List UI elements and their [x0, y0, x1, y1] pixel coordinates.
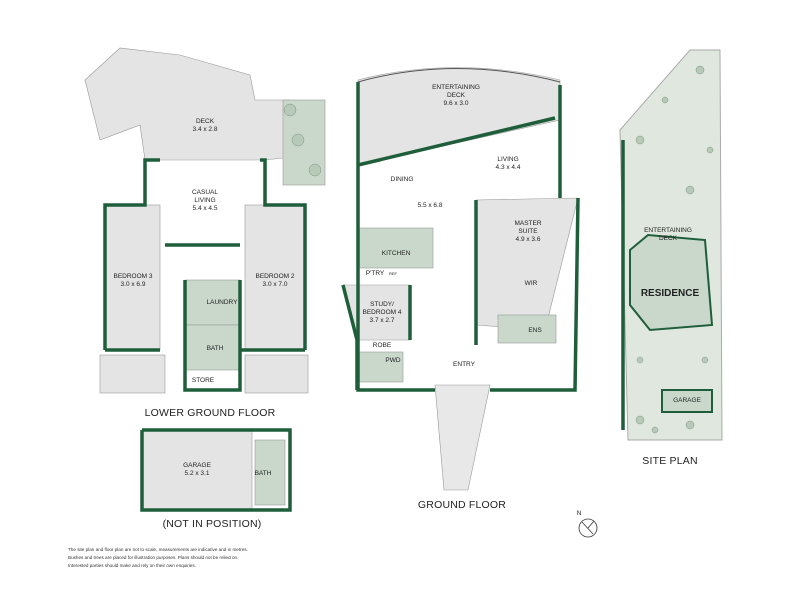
bedroom-2-floor [244, 204, 306, 351]
room-pantry: P'TRY [365, 270, 385, 277]
disclaimer-line: The site plan and floor plan are not to … [68, 547, 248, 552]
garage-bath-floor [254, 439, 286, 506]
disclaimer: The site plan and floor plan are not to … [68, 546, 308, 570]
tree-icon [706, 146, 714, 154]
lower-terrace-left [99, 354, 166, 394]
room-size: 3.4 x 2.8 [192, 126, 218, 133]
laundry-floor [184, 279, 241, 326]
room-size: 3.0 x 6.9 [120, 281, 146, 288]
trees [283, 65, 714, 434]
room-dining-size: 5.5 x 6.8 [417, 202, 443, 209]
tree-icon [695, 65, 705, 75]
deck-curve [357, 68, 561, 83]
room-wir: WIR [524, 280, 538, 287]
tree-icon [283, 103, 297, 117]
room-name: LIVING [194, 197, 216, 204]
room-ensuite: ENS [528, 327, 542, 334]
tree-icon [685, 185, 695, 195]
room-size: 4.3 x 4.4 [495, 164, 521, 171]
tree-icon [635, 135, 645, 145]
room-bath: BATH [206, 345, 224, 352]
tree-icon [661, 96, 669, 104]
room-size: 5.4 x 4.5 [192, 205, 218, 212]
master-suite-floor [475, 197, 579, 331]
entertaining-deck-floor [357, 67, 561, 166]
room-name: BEDROOM 4 [362, 309, 402, 316]
tree-icon [701, 356, 709, 364]
disclaimer-line: Interested parties should make and rely … [68, 563, 196, 568]
tree-icon [651, 426, 659, 434]
site-garage-label: GARAGE [673, 397, 701, 404]
fridge-label: REF [389, 271, 397, 276]
disclaimer-line: Bushes and trees are placed for illustra… [68, 555, 239, 560]
room-name: CASUAL [191, 189, 219, 196]
north-label: N [576, 510, 582, 517]
site-residence [629, 233, 714, 332]
site-residence-label: RESIDENCE [640, 288, 700, 299]
room-size: 3.0 x 7.0 [262, 281, 288, 288]
room-garage-bath: BATH [254, 470, 272, 477]
room-name: DECK [195, 118, 215, 125]
room-size: 9.6 x 3.0 [443, 100, 469, 107]
room-pwd: PWD [385, 357, 401, 364]
tree-icon [636, 356, 644, 364]
tree-icon [291, 133, 305, 147]
room-kitchen: KITCHEN [381, 250, 411, 257]
room-name: DECK [658, 235, 678, 242]
room-name: BEDROOM 3 [113, 273, 153, 280]
room-name: SUITE [518, 228, 538, 235]
room-store: STORE [191, 377, 215, 384]
ground-floor-title: GROUND FLOOR [417, 499, 507, 511]
garage-caption: (NOT IN POSITION) [162, 518, 262, 530]
room-name: STUDY/ [370, 301, 394, 308]
room-name: LIVING [497, 156, 519, 163]
room-name: DECK [446, 92, 466, 99]
room-size: 4.9 x 3.6 [515, 236, 541, 243]
walls [103, 82, 625, 512]
room-dining: DINING [390, 176, 414, 183]
site-plan-title: SITE PLAN [642, 455, 698, 467]
ensuite-floor [497, 314, 557, 344]
room-name: ENTERTAINING [644, 227, 692, 234]
room-robe: ROBE [372, 342, 392, 349]
north-arrow-icon [578, 518, 598, 538]
lower-ground-title: LOWER GROUND FLOOR [144, 407, 276, 419]
lower-terrace-right [244, 354, 309, 394]
tree-icon [635, 415, 645, 425]
room-name: MASTER [514, 220, 542, 227]
room-name: ENTERTAINING [432, 84, 480, 91]
room-laundry: LAUNDRY [206, 299, 238, 306]
room-size: 5.2 x 3.1 [184, 470, 210, 477]
lower-deck-area [84, 47, 311, 161]
kitchen-floor [357, 227, 434, 269]
room-size: 3.7 x 2.7 [369, 317, 395, 324]
tree-icon [685, 420, 695, 430]
bedroom-3-floor [104, 204, 161, 351]
room-name: BEDROOM 2 [255, 273, 295, 280]
pwd-floor [357, 351, 404, 383]
garage-floor [141, 429, 253, 511]
site-garage [661, 389, 713, 413]
room-name: GARAGE [183, 462, 211, 469]
entry-path [434, 384, 491, 491]
tree-icon [308, 163, 322, 177]
room-entry: ENTRY [453, 361, 475, 368]
